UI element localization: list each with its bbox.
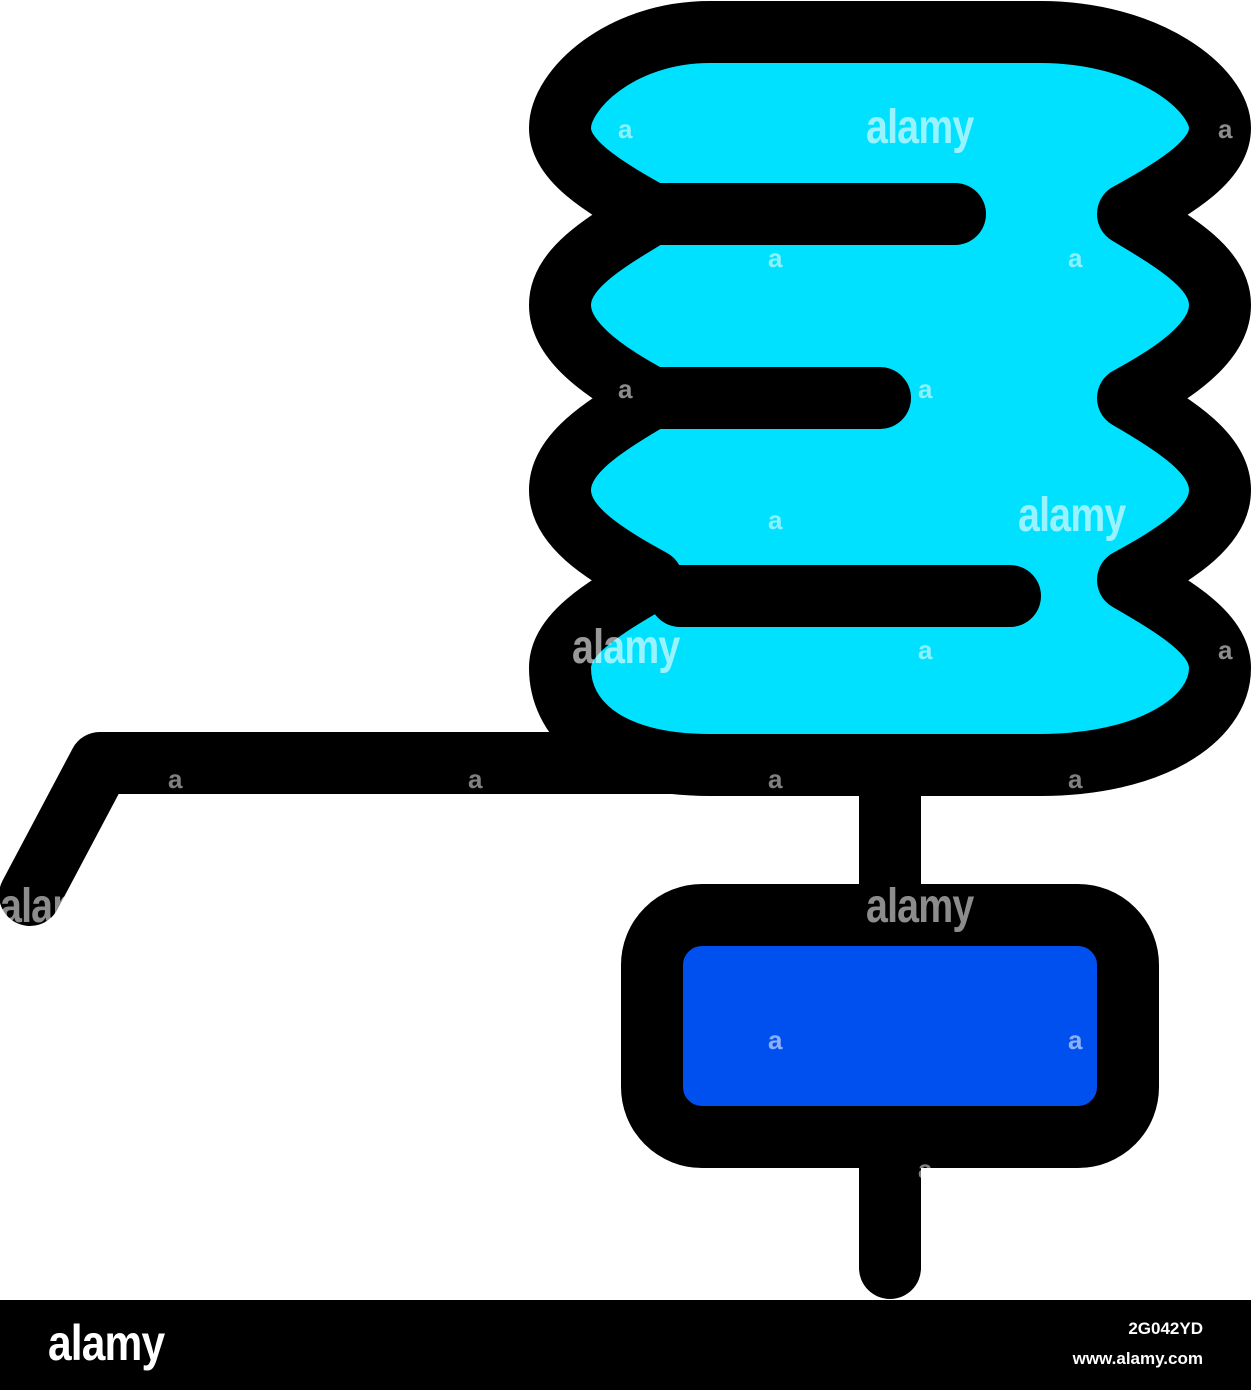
weight-block <box>621 884 1159 1168</box>
site-url: www.alamy.com <box>1072 1349 1203 1368</box>
image-id: 2G042YD <box>1128 1319 1203 1338</box>
air-spring-bellows-icon <box>0 1 1251 1299</box>
lever-arm-line <box>0 732 731 926</box>
stock-footer-bar: alamy 2G042YD www.alamy.com <box>0 1300 1251 1390</box>
alamy-logo: alamy <box>48 1315 165 1371</box>
